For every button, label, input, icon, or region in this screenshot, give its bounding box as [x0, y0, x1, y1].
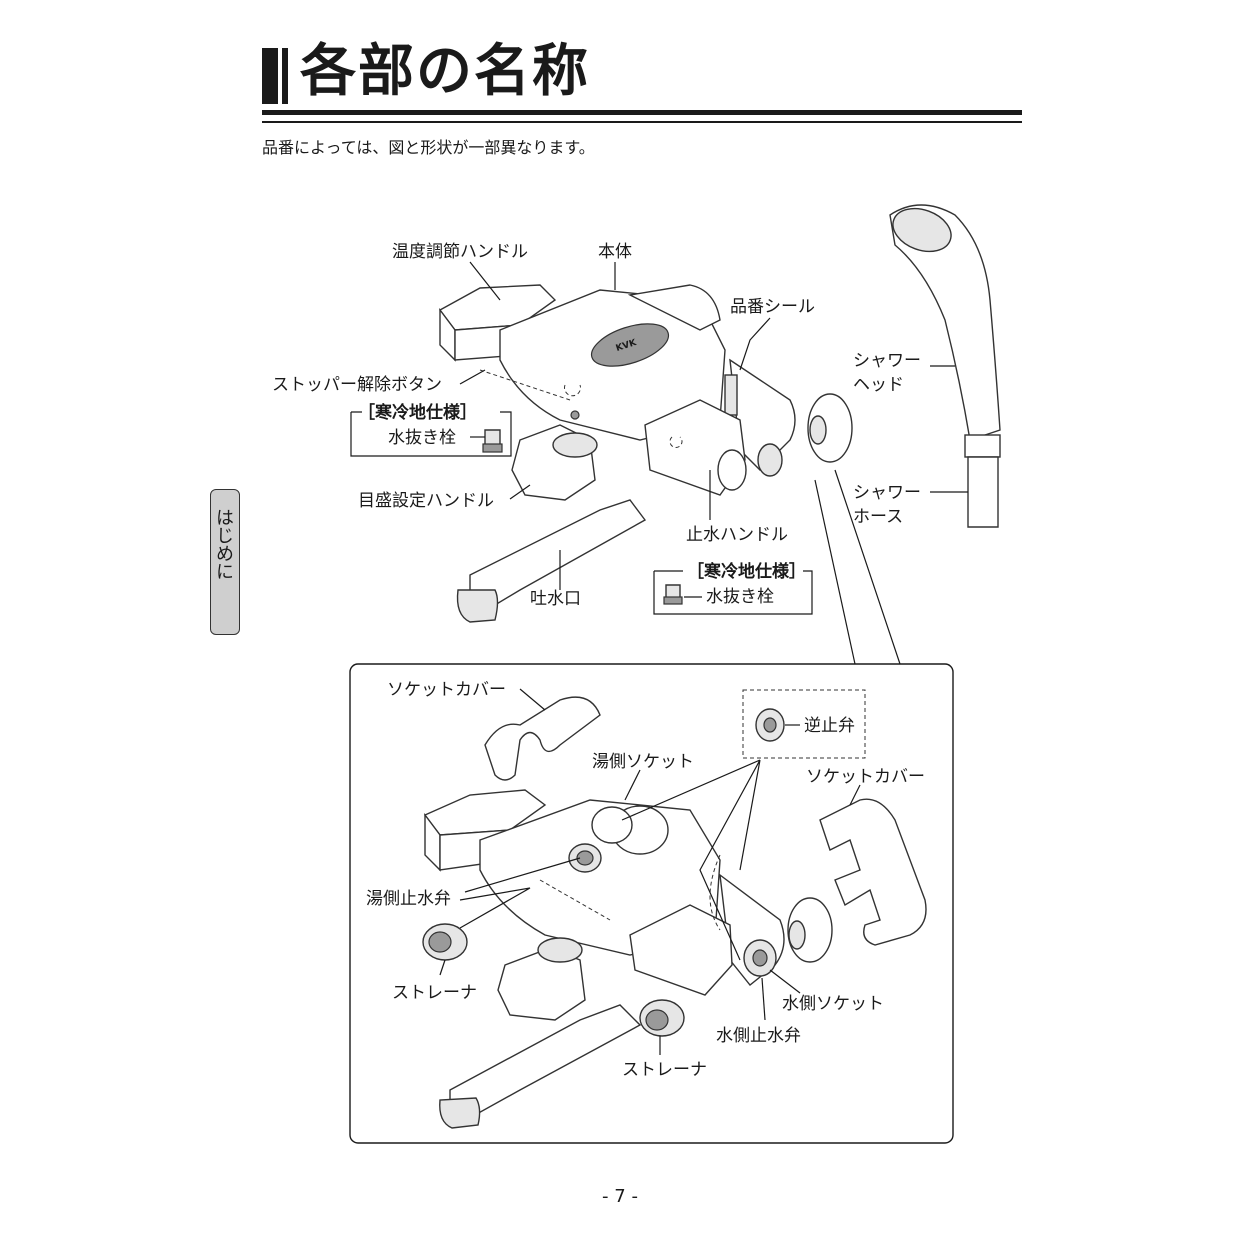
detail-labels: ソケットカバー 逆止弁 湯側ソケット ソケットカバー 湯側止水弁 ストレーナ 水… [366, 680, 925, 1080]
label-socket-cover-right: ソケットカバー [806, 767, 925, 787]
detail-illustration [422, 696, 927, 1129]
label-hot-socket: 湯側ソケット [592, 752, 694, 772]
label-stop-handle: 止水ハンドル [686, 525, 788, 545]
detail-leader-lines [439, 688, 861, 1055]
page-number: - 7 - [602, 1186, 638, 1207]
title-rule-thick [262, 110, 1022, 115]
label-shower-hose-2: ホース [853, 507, 903, 527]
label-cold-spec-2: ［寒冷地仕様］ [687, 561, 806, 582]
label-socket-cover-left: ソケットカバー [387, 680, 506, 700]
note-text: 品番によっては、図と形状が一部異なります。 [262, 138, 595, 157]
label-part-seal: 品番シール [730, 297, 815, 317]
label-cold-socket: 水側ソケット [782, 994, 884, 1014]
label-drain-plug-2: 水抜き栓 [706, 587, 774, 607]
label-stopper-button: ストッパー解除ボタン [272, 375, 442, 395]
title-bar-mark [262, 48, 278, 104]
label-check-valve: 逆止弁 [804, 716, 855, 736]
detail-box [349, 663, 954, 1144]
label-cold-spec-1: ［寒冷地仕様］ [358, 402, 477, 423]
label-shower-hose-1: シャワー [853, 483, 921, 503]
shower-head-illustration [889, 204, 1001, 528]
top-leader-lines [350, 261, 968, 665]
label-shower-head-1: シャワー [853, 351, 921, 371]
label-strainer-left: ストレーナ [392, 983, 477, 1003]
label-body: 本体 [598, 242, 632, 262]
label-shower-head-2: ヘッド [853, 375, 904, 395]
label-strainer-bottom: ストレーナ [622, 1060, 707, 1080]
label-scale-handle: 目盛設定ハンドル [358, 491, 494, 511]
page-title: 各部の名称 [300, 39, 590, 104]
top-labels: 温度調節ハンドル 本体 品番シール ストッパー解除ボタン ［寒冷地仕様］ 水抜き… [272, 242, 921, 609]
check-valve-box [742, 689, 866, 759]
title-bar-mark-thin [282, 48, 288, 104]
title-rule-thin [262, 121, 1022, 123]
faucet-illustration: KVK [438, 284, 853, 623]
section-tab: はじめに [210, 489, 240, 635]
section-tab-label: はじめに [213, 508, 234, 580]
label-spout: 吐水口 [530, 589, 581, 609]
label-cold-stop-valve: 水側止水弁 [716, 1026, 801, 1046]
label-drain-plug-1: 水抜き栓 [388, 428, 456, 448]
label-hot-stop-valve: 湯側止水弁 [366, 889, 451, 909]
label-temp-handle: 温度調節ハンドル [392, 242, 528, 262]
